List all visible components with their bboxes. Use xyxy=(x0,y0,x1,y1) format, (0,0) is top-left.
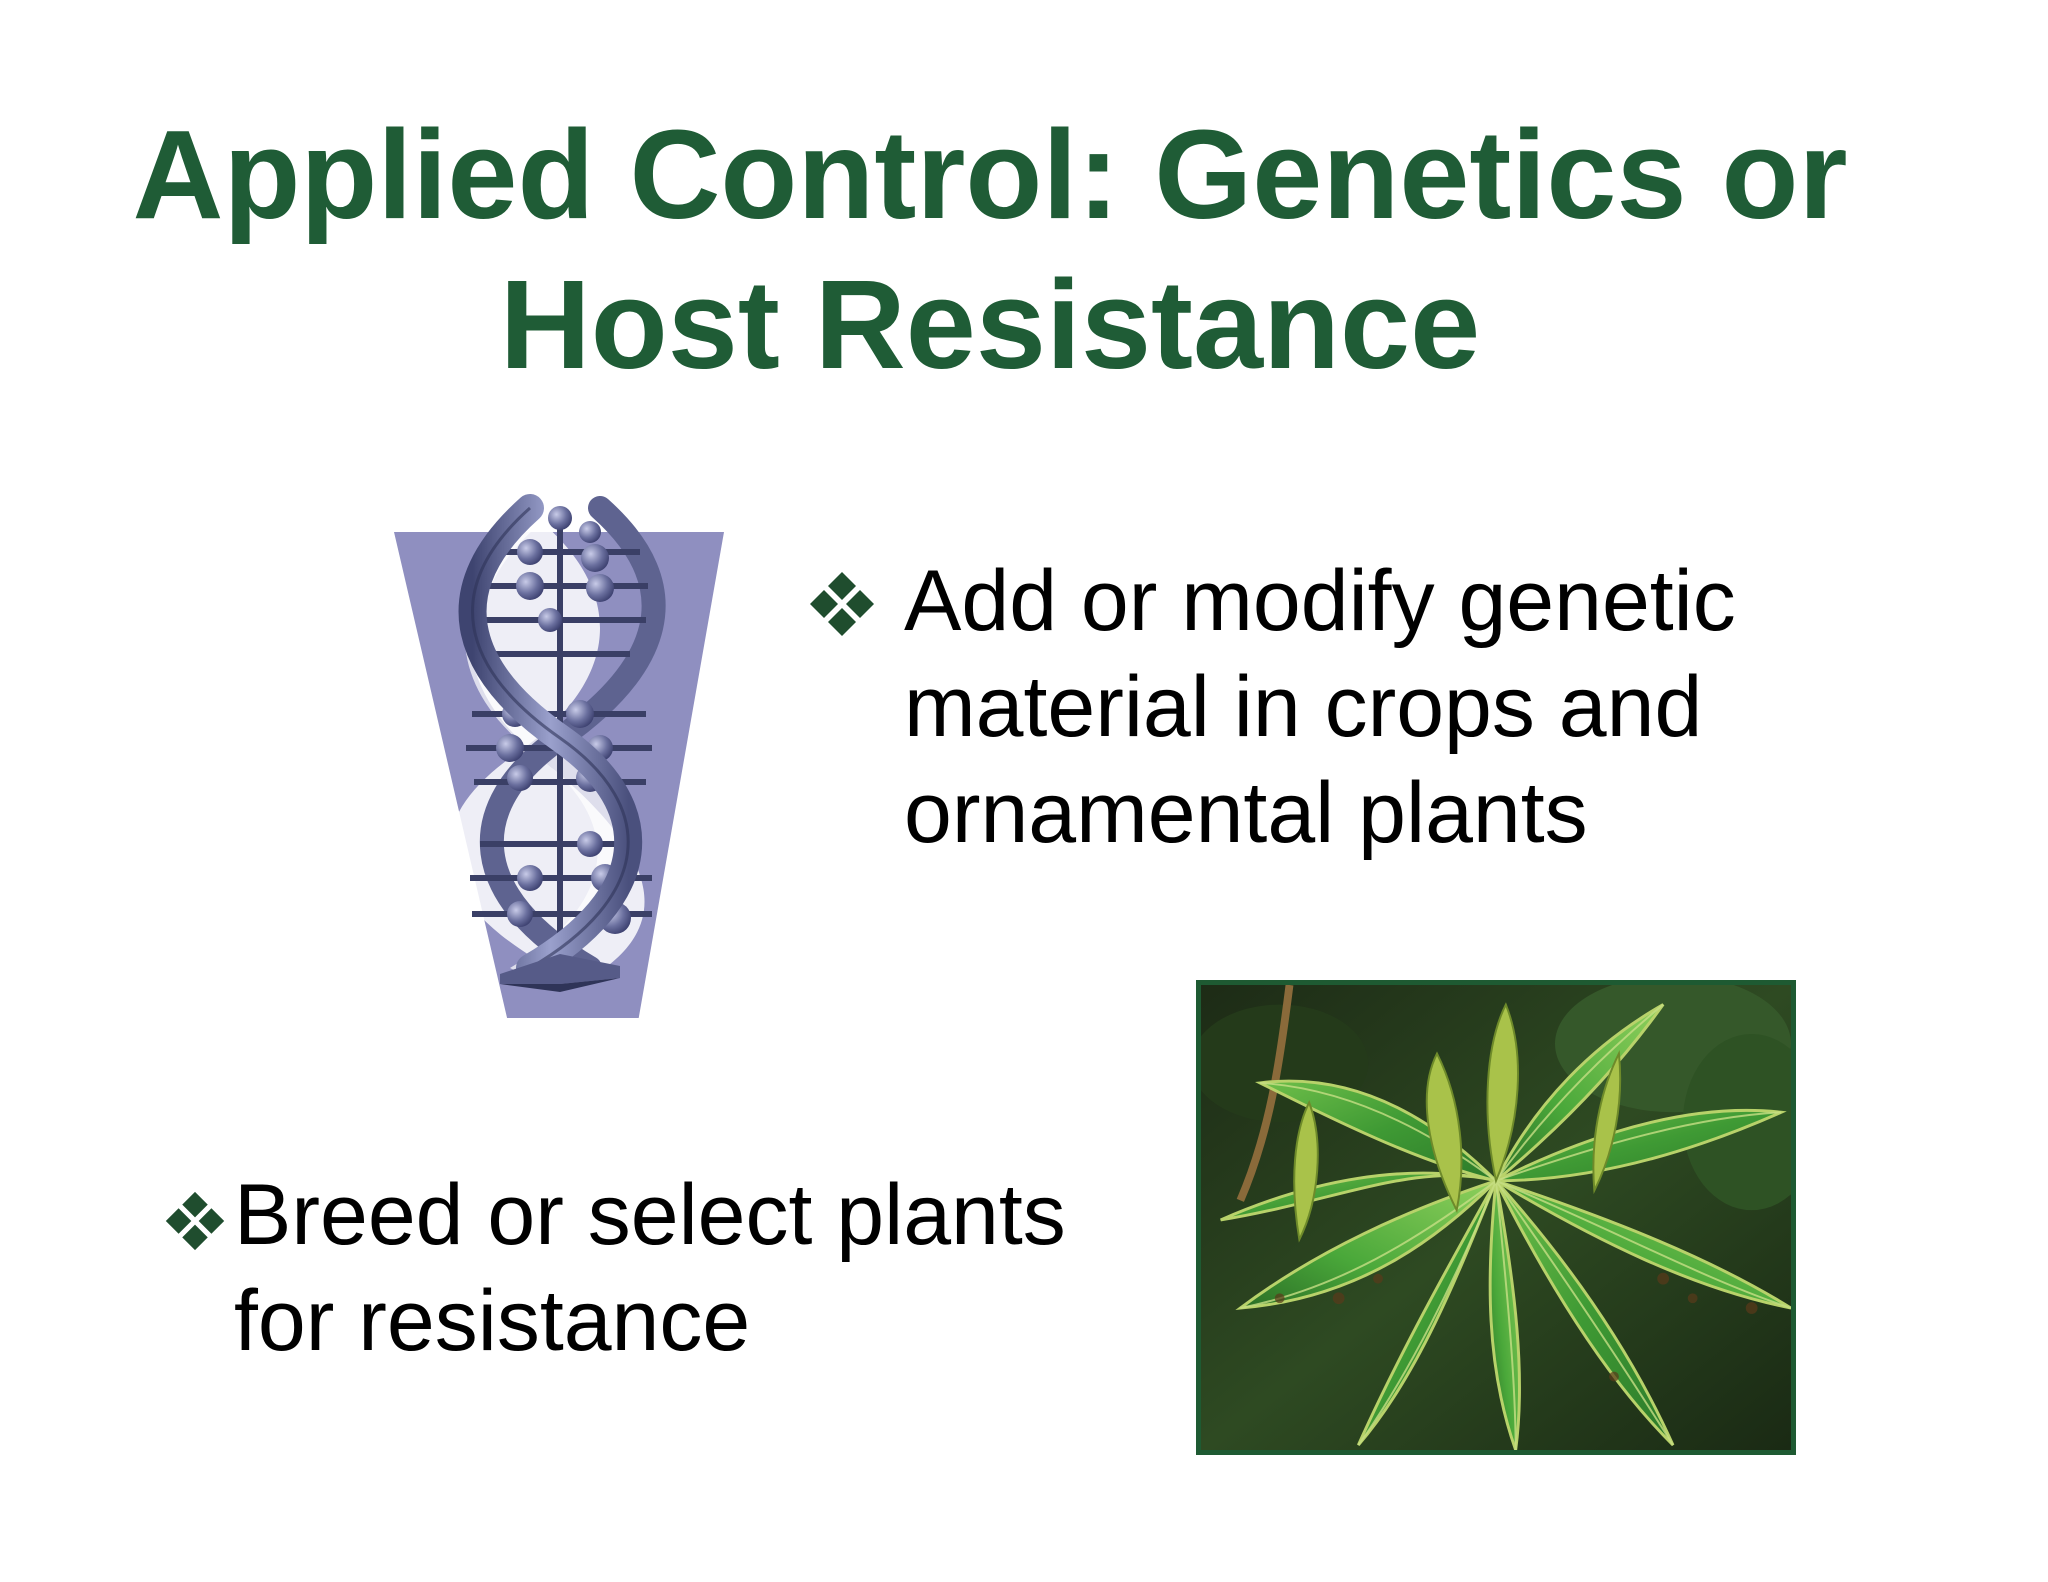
bullet-line: Add or modify genetic xyxy=(904,553,1736,649)
slide-title-line-1: Applied Control: Genetics or xyxy=(132,104,1848,245)
bullet-line: for resistance xyxy=(234,1273,751,1369)
slide-title-line-2: Host Resistance xyxy=(499,254,1481,395)
four-diamond-bullet-icon xyxy=(164,1170,232,1251)
bullet-line: material in crops and xyxy=(904,659,1703,755)
plant-leaves-photo xyxy=(1196,980,1796,1455)
bullet-breed-select: Breed or select plants for resistance xyxy=(164,1162,1164,1374)
bullet-line: Breed or select plants xyxy=(234,1167,1066,1263)
slide-title: Applied Control: Genetics or Host Resist… xyxy=(100,100,1880,400)
four-diamond-bullet-icon xyxy=(808,556,876,636)
bullet-genetic-modification: Add or modify genetic material in crops … xyxy=(808,548,1808,866)
dna-double-helix-icon xyxy=(390,478,730,1022)
bullet-line: ornamental plants xyxy=(904,765,1588,861)
